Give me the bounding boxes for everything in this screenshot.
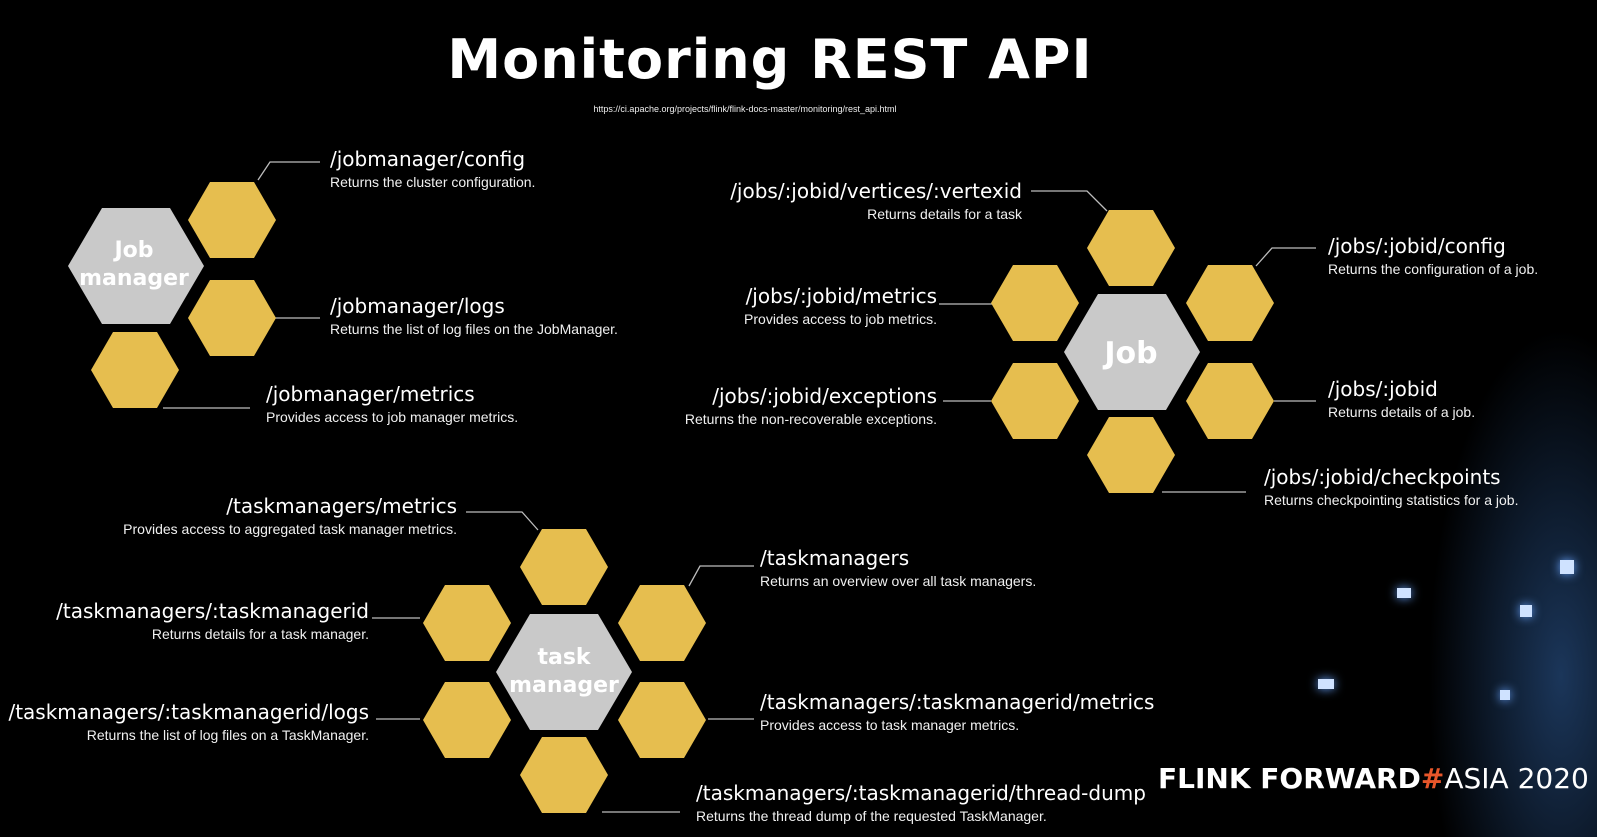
- hex-tm-id: [423, 585, 511, 661]
- endpoint-path: /taskmanagers/metrics: [226, 494, 457, 518]
- endpoint-desc: Returns the non-recoverable exceptions.: [684, 411, 937, 427]
- endpoint-path: /taskmanagers/:taskmanagerid/thread-dump: [696, 781, 1146, 805]
- hex-tm-overview: [618, 585, 706, 661]
- decor-light-square: [1397, 588, 1411, 598]
- hex-tm-thread-dump: [520, 737, 608, 813]
- hex-tm-metrics: [520, 529, 608, 605]
- endpoint-job-details: /jobs/:jobid Returns details of a job.: [1328, 376, 1475, 422]
- flink-forward-logo: FLINK FORWARD#ASIA 2020: [1158, 762, 1589, 795]
- decor-light-square: [1520, 605, 1532, 617]
- endpoint-job-metrics: /jobs/:jobid/metrics Provides access to …: [744, 283, 937, 329]
- endpoint-path: /jobmanager/logs: [330, 294, 505, 318]
- connector-lines: [163, 161, 1316, 813]
- logo-part1: FLINK FORWARD: [1158, 762, 1421, 795]
- endpoint-tm-logs: /taskmanagers/:taskmanagerid/logs Return…: [8, 699, 369, 745]
- endpoint-desc: Returns checkpointing statistics for a j…: [1264, 492, 1519, 508]
- reference-url: https://ci.apache.org/projects/flink/fli…: [593, 104, 897, 114]
- page-title: Monitoring REST API: [447, 28, 1093, 91]
- endpoint-desc: Returns the cluster configuration.: [330, 174, 536, 190]
- hex-jobmanager-metrics: [91, 332, 179, 408]
- decor-light-square: [1500, 690, 1510, 700]
- endpoint-desc: Provides access to aggregated task manag…: [123, 521, 457, 537]
- endpoint-job-checkpoints: /jobs/:jobid/checkpoints Returns checkpo…: [1264, 464, 1518, 510]
- endpoint-desc: Returns details for a task: [867, 206, 1022, 222]
- endpoint-desc: Provides access to job manager metrics.: [266, 409, 519, 425]
- endpoint-desc: Returns the configuration of a job.: [1328, 261, 1539, 277]
- endpoint-path: /jobs/:jobid: [1328, 377, 1438, 401]
- hex-job-config: [1186, 265, 1274, 341]
- endpoint-tm-id: /taskmanagers/:taskmanagerid Returns det…: [56, 598, 369, 644]
- hex-jobmanager-config: [188, 182, 276, 258]
- endpoint-desc: Returns details for a task manager.: [151, 626, 369, 642]
- hex-job-checkpoints: [1087, 417, 1175, 493]
- endpoint-path: /taskmanagers/:taskmanagerid/logs: [8, 700, 369, 724]
- endpoint-desc: Returns details of a job.: [1328, 404, 1476, 420]
- decor-light-square: [1560, 560, 1574, 574]
- endpoint-job-exceptions: /jobs/:jobid/exceptions Returns the non-…: [685, 383, 937, 429]
- jobmanager-cluster: Job manager: [68, 182, 276, 408]
- job-label: Job: [1102, 336, 1157, 371]
- endpoint-desc: Returns the list of log files on the Job…: [330, 321, 618, 337]
- endpoint-desc: Returns the list of log files on a TaskM…: [86, 727, 369, 743]
- endpoint-jobmanager-config: /jobmanager/config Returns the cluster c…: [330, 146, 535, 192]
- endpoint-path: /taskmanagers: [760, 546, 910, 570]
- endpoint-path: /jobs/:jobid/vertices/:vertexid: [730, 179, 1022, 203]
- endpoint-path: /taskmanagers/:taskmanagerid: [56, 599, 369, 623]
- endpoint-path: /taskmanagers/:taskmanagerid/metrics: [760, 690, 1155, 714]
- endpoint-tm-metrics: /taskmanagers/metrics Provides access to…: [123, 493, 457, 539]
- taskmanager-hub-hex: [496, 614, 632, 730]
- endpoint-path: /jobs/:jobid/metrics: [745, 284, 937, 308]
- hex-job-details: [1186, 363, 1274, 439]
- hex-jobmanager-logs: [188, 280, 276, 356]
- endpoint-job-config: /jobs/:jobid/config Returns the configur…: [1328, 233, 1538, 279]
- decor-light-square: [1318, 679, 1334, 689]
- job-cluster: Job: [991, 210, 1274, 493]
- endpoint-path: /jobs/:jobid/config: [1328, 234, 1506, 258]
- endpoint-tm-id-metrics: /taskmanagers/:taskmanagerid/metrics Pro…: [760, 689, 1154, 735]
- endpoint-desc: Returns an overview over all task manage…: [760, 573, 1037, 589]
- jobmanager-label-1: Job: [112, 238, 153, 263]
- endpoint-path: /jobs/:jobid/checkpoints: [1264, 465, 1501, 489]
- endpoint-path: /jobs/:jobid/exceptions: [712, 384, 937, 408]
- endpoint-path: /jobmanager/config: [330, 147, 526, 171]
- hex-job-metrics: [991, 265, 1079, 341]
- endpoint-desc: Provides access to job metrics.: [744, 311, 937, 327]
- taskmanager-label-1: task: [537, 645, 591, 670]
- endpoint-desc: Returns the thread dump of the requested…: [696, 808, 1047, 824]
- jobmanager-label-2: manager: [79, 266, 189, 291]
- endpoint-jobmanager-metrics: /jobmanager/metrics Provides access to j…: [266, 381, 518, 427]
- endpoint-tm-overview: /taskmanagers Returns an overview over a…: [760, 545, 1036, 591]
- hex-tm-logs: [423, 682, 511, 758]
- endpoint-desc: Provides access to task manager metrics.: [760, 717, 1020, 733]
- logo-part2: ASIA 2020: [1444, 762, 1589, 795]
- logo-hash: #: [1420, 762, 1445, 795]
- taskmanager-label-2: manager: [509, 673, 619, 698]
- endpoint-tm-thread-dump: /taskmanagers/:taskmanagerid/thread-dump…: [696, 780, 1146, 826]
- hex-job-exceptions: [991, 363, 1079, 439]
- hex-tm-id-metrics: [618, 682, 706, 758]
- endpoint-path: /jobmanager/metrics: [266, 382, 475, 406]
- hex-job-vertices: [1087, 210, 1175, 286]
- taskmanager-cluster: task manager: [423, 529, 706, 813]
- endpoint-jobmanager-logs: /jobmanager/logs Returns the list of log…: [330, 293, 618, 339]
- endpoint-job-vertices: /jobs/:jobid/vertices/:vertexid Returns …: [730, 178, 1022, 224]
